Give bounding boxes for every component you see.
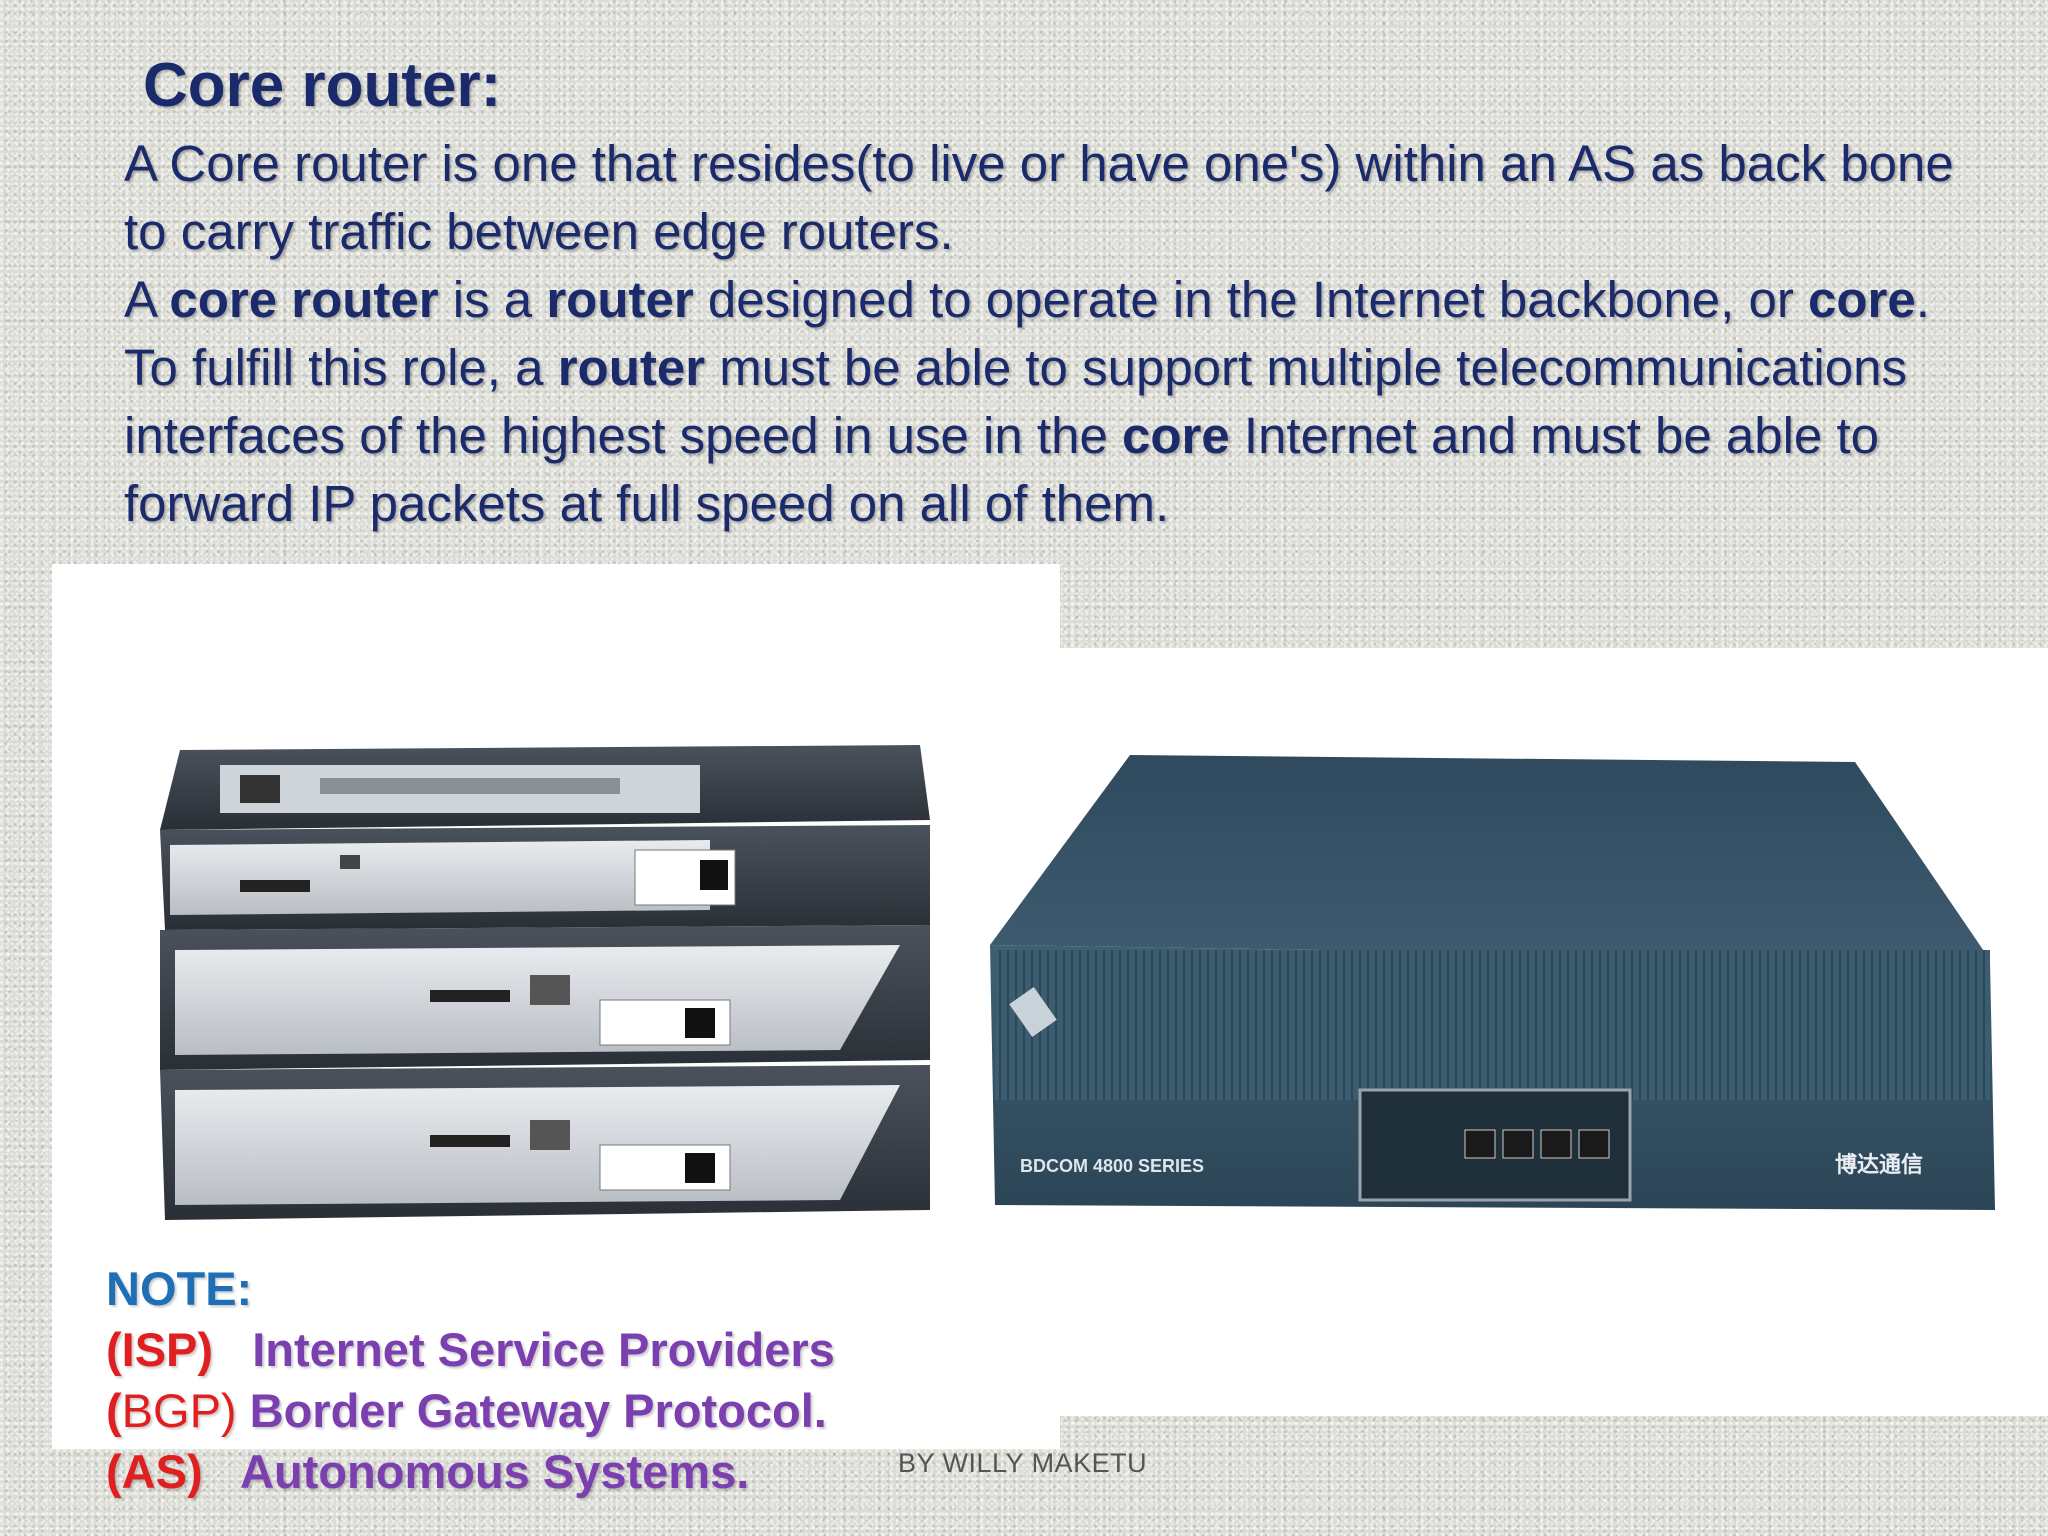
full-name: Autonomous Systems. <box>240 1445 750 1498</box>
text-segment: Internet and must be able to forward IP … <box>124 407 1879 532</box>
note-item-as: (AS) Autonomous Systems. <box>106 1441 835 1502</box>
bdcom-router-photo: BDCOM 4800 SERIES 博达通信 <box>990 755 1995 1210</box>
device-model-label: BDCOM 4800 SERIES <box>1020 1156 1204 1176</box>
abbreviation: BGP) <box>121 1384 237 1437</box>
open-paren: ( <box>106 1384 122 1437</box>
brand-label: 博达通信 <box>1835 1152 1923 1178</box>
slide-title: Core router: <box>143 51 502 120</box>
text-segment: A <box>124 271 170 328</box>
footer-author: BY WILLY MAKETU <box>898 1448 1148 1478</box>
spacer <box>203 1445 240 1498</box>
note-box: NOTE: (ISP) Internet Service Providers (… <box>106 1258 835 1502</box>
abbreviation: (AS) <box>106 1445 203 1498</box>
bold-term: core <box>1122 407 1230 464</box>
bold-term: router <box>557 339 706 396</box>
spacer <box>237 1384 250 1437</box>
bold-term: router <box>546 271 694 328</box>
stacked-router-photo <box>160 745 930 1220</box>
slide-body: A Core router is one that resides(to liv… <box>124 130 1984 538</box>
note-item-bgp: (BGP) Border Gateway Protocol. <box>106 1380 835 1441</box>
bold-term: core router <box>169 271 439 328</box>
full-name: Border Gateway Protocol. <box>249 1384 827 1437</box>
text-segment: must be able to support multiple telecom… <box>124 339 1907 464</box>
paragraph-definition: A Core router is one that resides(to liv… <box>124 135 1954 260</box>
spacer <box>213 1323 252 1376</box>
note-item-isp: (ISP) Internet Service Providers <box>106 1319 835 1380</box>
note-heading: NOTE: <box>106 1262 253 1315</box>
bold-term: core <box>1807 271 1916 328</box>
text-segment: . To fulfill this role, a <box>124 271 1930 396</box>
abbreviation: (ISP) <box>106 1323 214 1376</box>
text-segment: is a <box>438 271 547 328</box>
paragraph-detail: A core router is a router designed to op… <box>124 266 1984 538</box>
full-name: Internet Service Providers <box>252 1323 835 1376</box>
text-segment: designed to operate in the Internet back… <box>693 271 1808 328</box>
